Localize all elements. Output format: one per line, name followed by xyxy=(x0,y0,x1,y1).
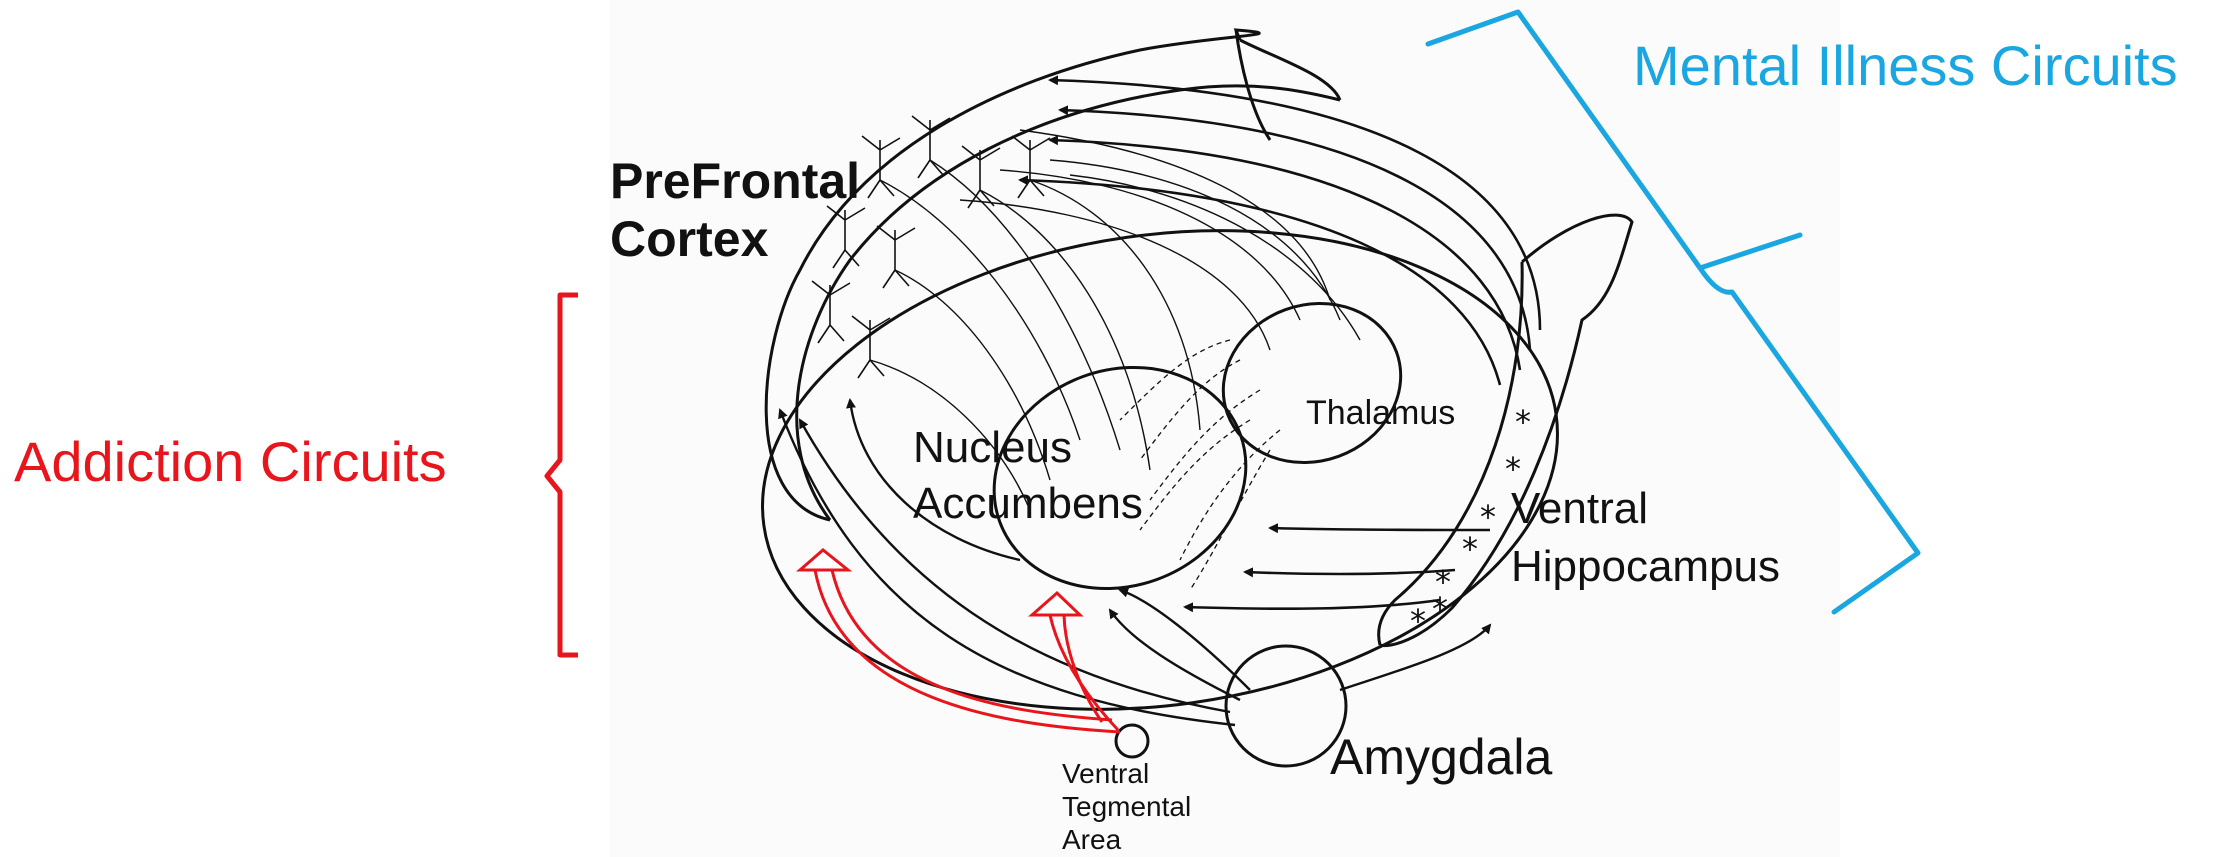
asterisk-marker: * xyxy=(1462,530,1478,568)
nucleus-accumbens-label: Nucleus Accumbens xyxy=(913,420,1143,532)
figure-panel xyxy=(610,0,1840,857)
addiction-circuits-label: Addiction Circuits xyxy=(14,430,447,494)
ventral-tegmental-area-label: Ventral Tegmental Area xyxy=(1062,757,1191,856)
prefrontal-cortex-line-2: Cortex xyxy=(610,210,860,268)
nucleus-accumbens-line-1: Nucleus xyxy=(913,420,1143,476)
vta-line-2: Tegmental xyxy=(1062,790,1191,823)
vta-line-1: Ventral xyxy=(1062,757,1191,790)
ventral-hippocampus-label: Ventral Hippocampus xyxy=(1511,480,1780,596)
prefrontal-cortex-label: PreFrontal Cortex xyxy=(610,152,860,268)
vta-line-3: Area xyxy=(1062,823,1191,856)
amygdala-label: Amygdala xyxy=(1330,727,1552,787)
prefrontal-cortex-line-1: PreFrontal xyxy=(610,152,860,210)
asterisk-marker: * xyxy=(1480,498,1496,536)
addiction-brace xyxy=(547,295,578,655)
ventral-hippocampus-line-1: Ventral xyxy=(1511,480,1780,538)
nucleus-accumbens-line-2: Accumbens xyxy=(913,476,1143,532)
asterisk-marker: * xyxy=(1515,403,1531,441)
mental-illness-circuits-label: Mental Illness Circuits xyxy=(1633,34,2178,98)
ventral-hippocampus-line-2: Hippocampus xyxy=(1511,538,1780,596)
thalamus-label: Thalamus xyxy=(1306,392,1455,434)
asterisk-marker: * xyxy=(1432,590,1448,628)
asterisk-marker: * xyxy=(1410,602,1426,640)
